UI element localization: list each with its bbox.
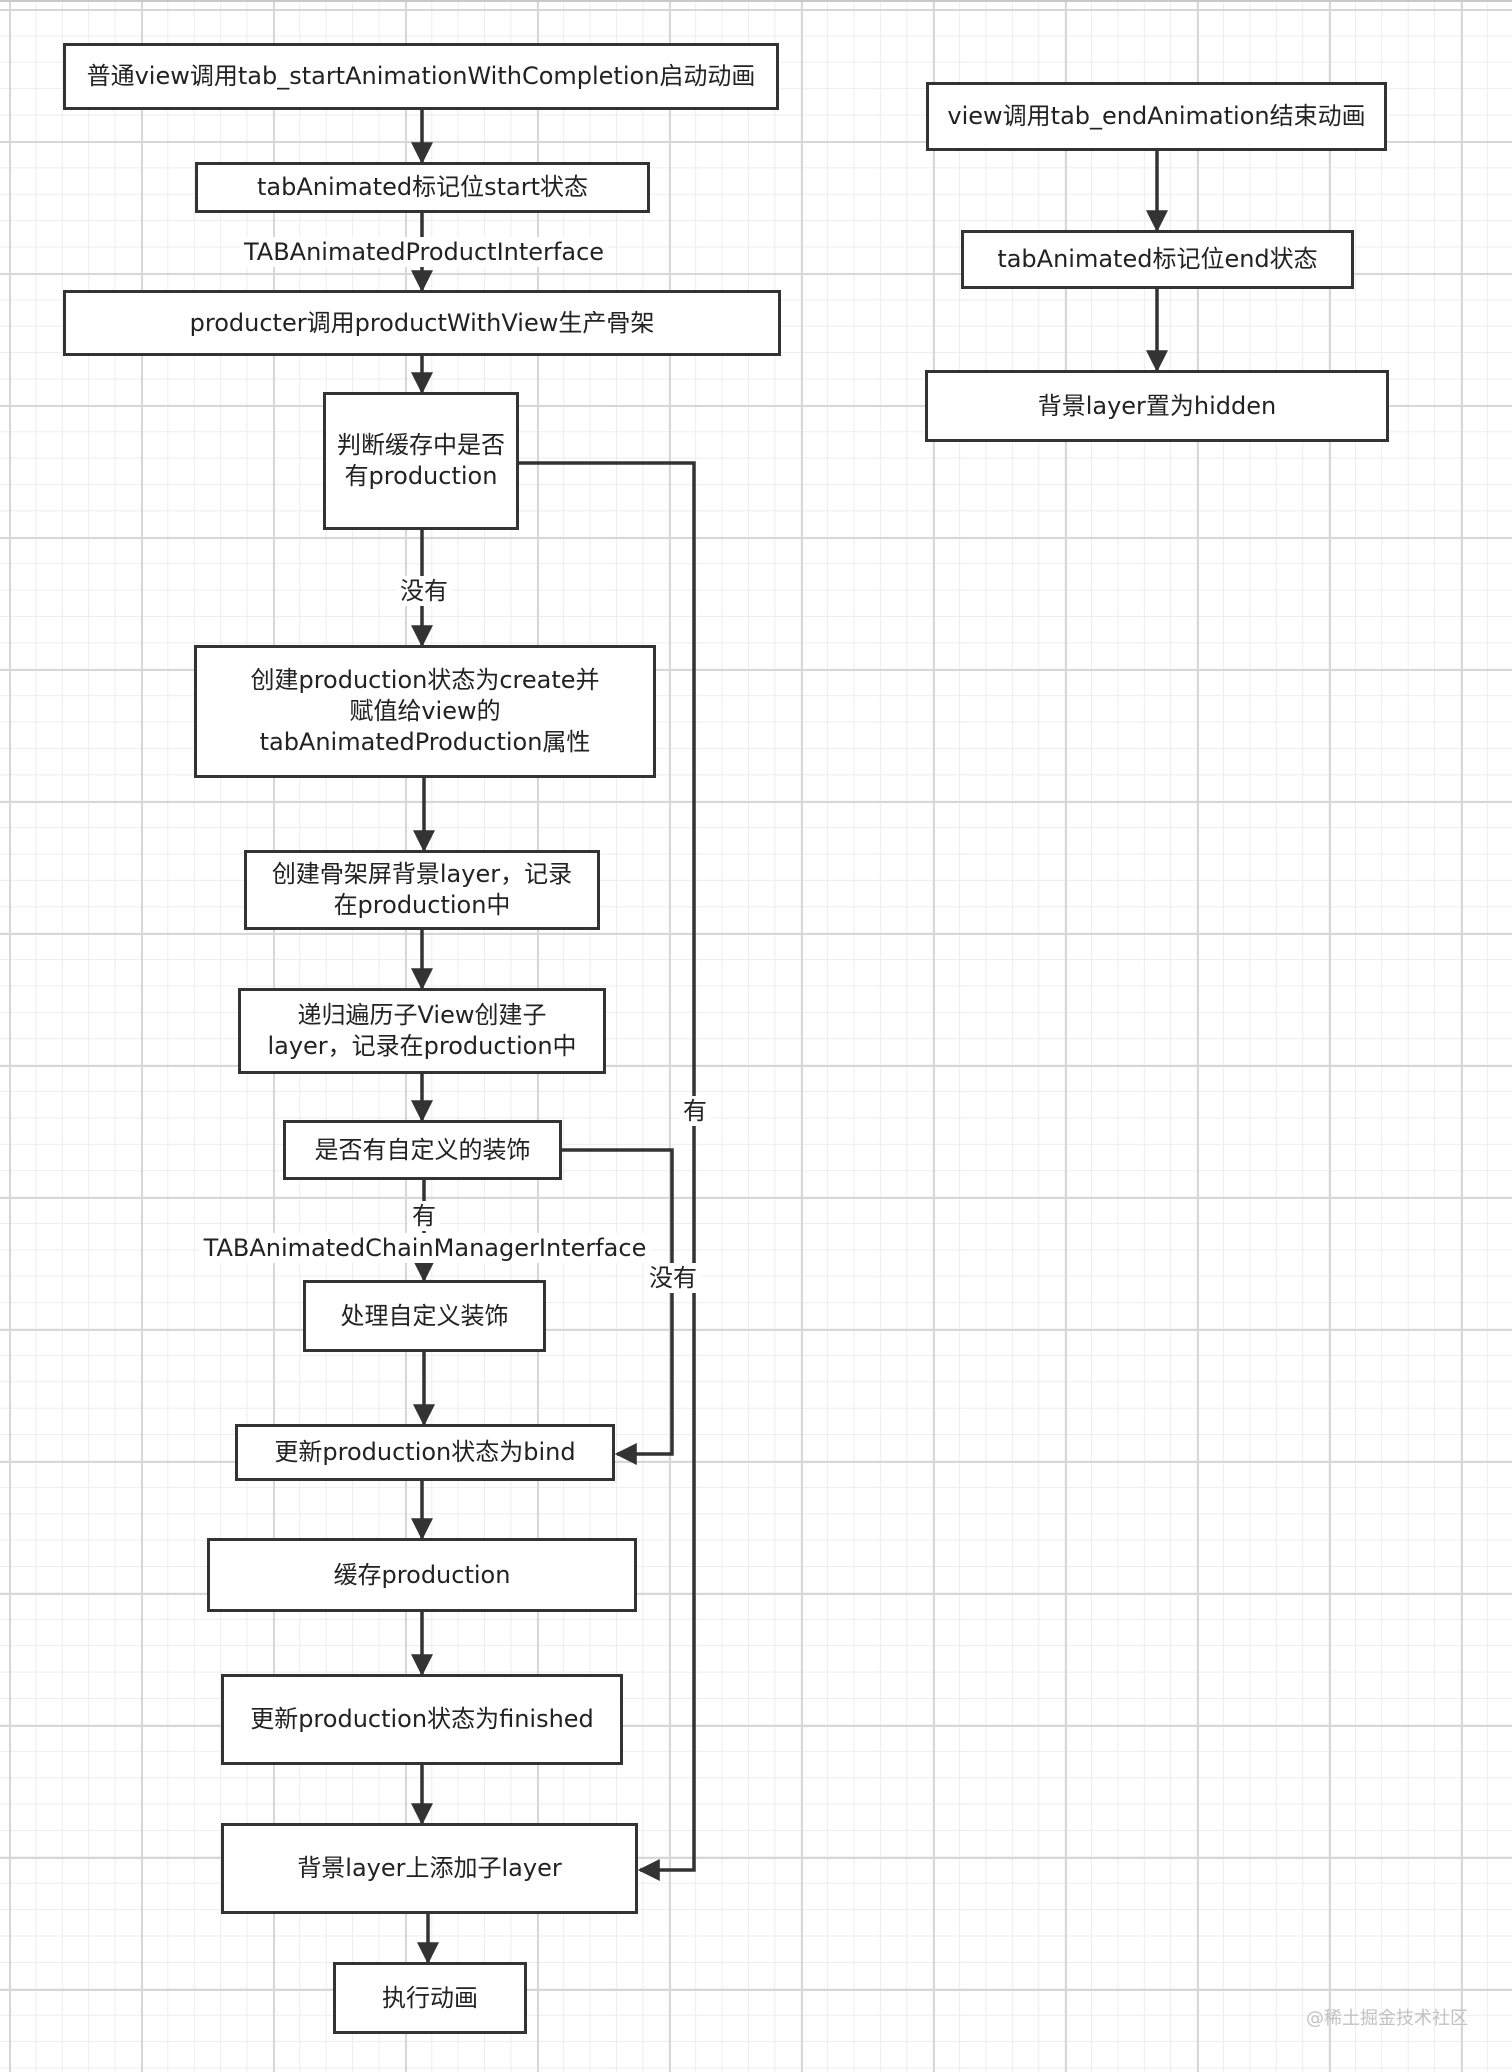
node-add-sublayer: 背景layer上添加子layer [221,1823,638,1914]
node-handle-decor: 处理自定义装饰 [303,1280,546,1352]
edge-check-yes [519,461,696,1881]
node-mark-end: tabAnimated标记位end状态 [961,230,1354,289]
label-chain-interface: TABAnimatedChainManagerInterface [199,1233,651,1263]
node-cache: 缓存production [207,1538,637,1612]
node-run-animation: 执行动画 [333,1962,527,2034]
node-end: view调用tab_endAnimation结束动画 [926,82,1387,151]
node-hidden: 背景layer置为hidden [925,370,1389,442]
node-update-finished: 更新production状态为finished [221,1674,623,1765]
node-update-bind: 更新production状态为bind [235,1424,615,1481]
node-recursive: 递归遍历子View创建子layer，记录在production中 [238,988,606,1074]
node-create-production: 创建production状态为create并赋值给view的tabAnimate… [194,645,656,778]
label-no-decor: 没有 [645,1263,701,1293]
node-mark-start: tabAnimated标记位start状态 [195,162,650,213]
decision-check-cache: 判断缓存中是否有production [323,392,519,530]
decision-check-decor: 是否有自定义的装饰 [283,1120,562,1180]
label-has-cache: 有 [679,1096,711,1126]
label-no-cache: 没有 [396,576,452,606]
top-border [0,0,1512,2]
watermark: @稀土掘金技术社区 [1306,2008,1468,2029]
node-create-layer: 创建骨架屏背景layer，记录在production中 [244,850,600,930]
label-product-interface: TABAnimatedProductInterface [239,237,609,267]
node-producer: producter调用productWithView生产骨架 [63,290,781,356]
label-has-decor: 有 [408,1201,440,1231]
node-start: 普通view调用tab_startAnimationWithCompletion… [63,43,779,110]
edge-decor-no [562,1148,674,1465]
